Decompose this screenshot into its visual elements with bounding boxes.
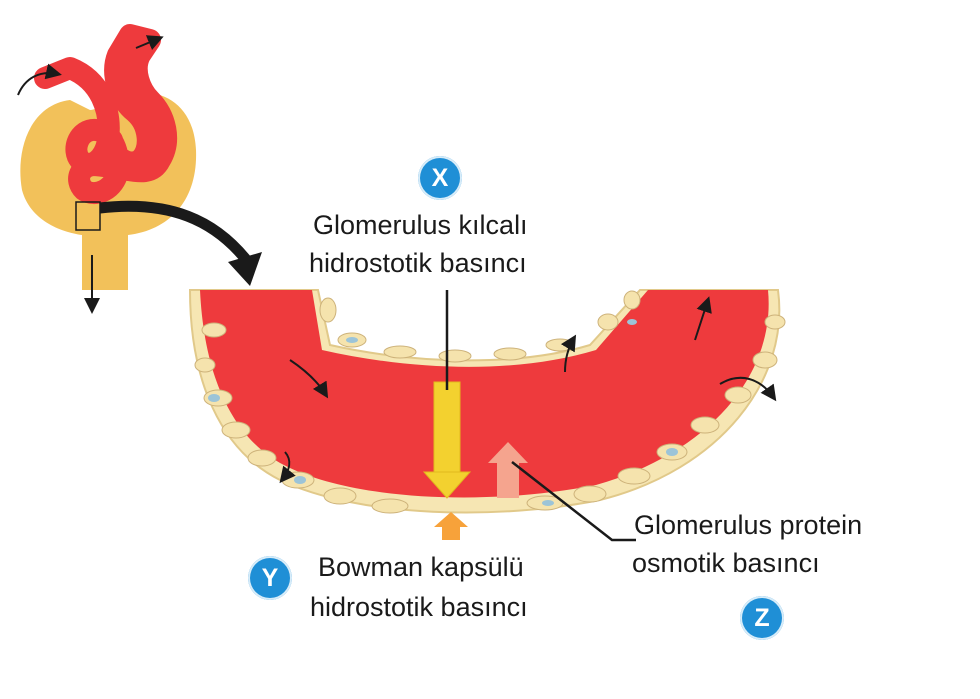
marker-y: Y bbox=[248, 556, 292, 600]
zoom-box bbox=[75, 201, 101, 231]
blood-lumen bbox=[200, 290, 769, 498]
marker-z: Z bbox=[740, 596, 784, 640]
glomerulus-hydrostatic-label-1: Glomerulus kılcalı bbox=[313, 210, 528, 240]
glomerulus-hydrostatic-arrow bbox=[422, 381, 472, 499]
protein-leader-line bbox=[511, 461, 636, 542]
bowman-hydrostatic-label-1: Bowman kapsülü bbox=[318, 552, 524, 582]
glomerulus-hydrostatic-label-2: hidrostotik basıncı bbox=[309, 248, 527, 278]
protein-osmotic-label-1: Glomerulus protein bbox=[634, 510, 863, 540]
zoom-arrow bbox=[99, 200, 253, 266]
capillary-tuft bbox=[34, 24, 178, 204]
flow-arrows bbox=[279, 296, 777, 484]
bowman-hydrostatic-arrow bbox=[434, 512, 468, 540]
protein-osmotic-label-2: osmotik basıncı bbox=[632, 548, 820, 578]
bowman-hydrostatic-label-2: hidrostotik basıncı bbox=[310, 592, 528, 622]
efferent-arrow bbox=[135, 35, 164, 50]
zoom-arrow-head bbox=[228, 252, 262, 286]
capillary-section bbox=[188, 289, 786, 542]
afferent-arrow bbox=[17, 63, 62, 96]
marker-x: X bbox=[418, 156, 462, 200]
protein-osmotic-arrow bbox=[488, 442, 528, 498]
glomerulus-overview bbox=[17, 24, 262, 314]
cell-nuclei bbox=[208, 319, 678, 506]
